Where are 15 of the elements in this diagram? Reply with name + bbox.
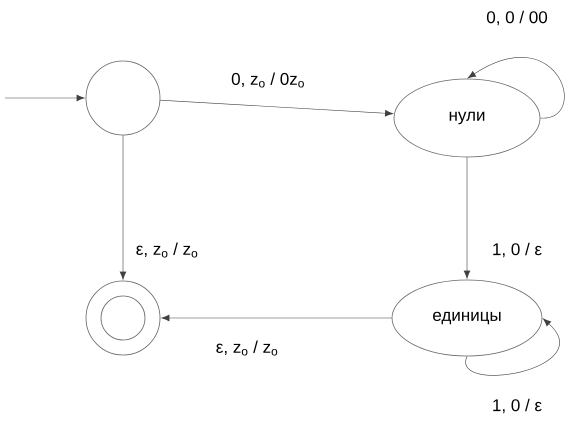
edge-label: 0, 0 / 00 [485,10,549,26]
arrow [4,94,85,102]
arrow [464,157,470,279]
arrow [161,314,392,322]
self-loop-arrow [466,318,560,376]
arrow [120,135,126,280]
edge-label: 1, 0 / ε [490,398,544,414]
edge-label: ε, z$_{o}$ / z$_{o}$ [214,340,280,357]
edge-label: ε, z$_{o}$ / z$_{o}$ [134,242,200,259]
accept-state-circle [86,280,160,356]
state-circle [86,60,160,136]
edge-label: 0, z$_{o}$ / 0z$_{o}$ [230,72,306,89]
self-loop-arrow [468,57,565,118]
edge-label: 1, 0 / ε [490,242,544,258]
arrow [160,100,394,117]
